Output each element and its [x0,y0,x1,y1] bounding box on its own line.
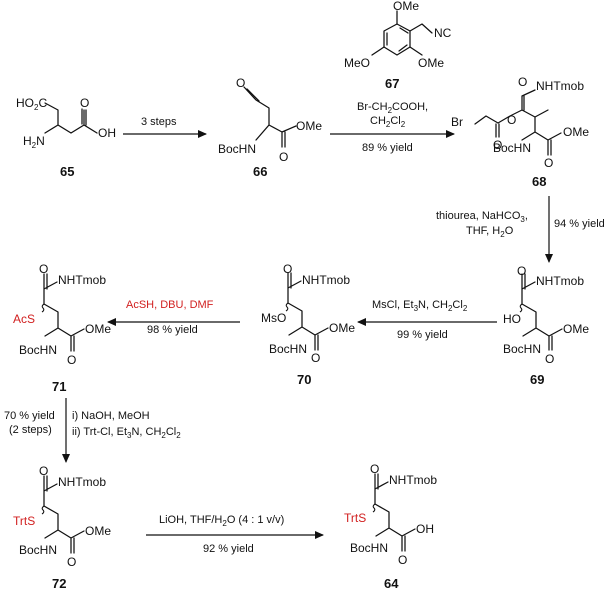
step-6-reagent-1: i) NaOH, MeOH [72,410,150,422]
compound-67: OMe NC MeO OMe 67 [344,0,452,91]
step-arrow-5: AcSH, DBU, DMF 98 % yield [107,299,240,336]
step-4-yield: 99 % yield [397,329,448,341]
svg-text:ii) Trt-Cl, Et3N, CH2Cl2: ii) Trt-Cl, Et3N, CH2Cl2 [72,426,181,440]
atom-o-amide: O [39,464,48,478]
isocyanide: NC [434,26,452,40]
step-3-yield: 94 % yield [554,218,605,230]
ome: OMe [563,125,589,139]
atom-o-amide: O [517,264,526,278]
compound-number-65: 65 [60,164,74,179]
ome: OMe [296,119,322,133]
bochn: BocHN [269,342,307,356]
atom-o: O [311,351,320,365]
step-arrow-2: Br-CH2COOH, CH2Cl2 89 % yield [330,101,455,154]
compound-number-64: 64 [384,576,399,591]
ho: HO [503,312,521,326]
bochn: BocHN [493,141,531,155]
compound-64: O NHTmob TrtS BocHN OH O 64 [344,462,437,591]
svg-text:CH2Cl2: CH2Cl2 [370,115,406,129]
ome: OMe [329,321,355,335]
atom-o-amide: O [39,262,48,276]
compound-number-67: 67 [385,76,399,91]
bochn: BocHN [350,541,388,555]
ome: OMe [85,322,111,336]
compound-71: O NHTmob AcS BocHN OMe O 71 [13,262,111,394]
step-arrow-7: LiOH, THF/H2O (4 : 1 v/v) 92 % yield [146,514,324,555]
svg-text:thiourea, NaHCO3,: thiourea, NaHCO3, [436,210,528,224]
atom-o: O [545,352,554,366]
step-arrow-1: 3 steps [123,116,207,138]
compound-66: O BocHN OMe O 66 [218,76,322,179]
atom-o: O [80,96,89,110]
atom-o: O [279,150,288,164]
meo: MeO [344,56,370,70]
atom-o-amide: O [283,262,292,276]
compound-number-71: 71 [52,379,66,394]
nhtmob: NHTmob [389,473,437,487]
trts: TrtS [344,511,366,525]
svg-text:LiOH, THF/H2O (4 : 1 v/v): LiOH, THF/H2O (4 : 1 v/v) [159,514,284,528]
acs: AcS [13,312,35,326]
svg-text:HO2C: HO2C [16,96,47,112]
step-5-reagents: AcSH, DBU, DMF [126,299,214,311]
ome-bottom: OMe [418,56,444,70]
atom-o: O [67,555,76,569]
compound-number-66: 66 [253,164,267,179]
nhtmob: NHTmob [302,273,350,287]
bochn: BocHN [218,142,256,156]
step-arrow-3: thiourea, NaHCO3, THF, H2O 94 % yield [436,196,605,263]
svg-text:THF, H2O: THF, H2O [466,225,514,239]
atom-o-amide: O [370,462,379,476]
svg-text:Br-CH2COOH,: Br-CH2COOH, [357,101,428,115]
compound-70: O NHTmob MsO BocHN OMe O 70 [261,262,355,387]
nhtmob: NHTmob [536,274,584,288]
atom-o-carbonyl: O [493,138,502,152]
compound-72: O NHTmob TrtS BocHN OMe O 72 [13,464,111,591]
atom-o-ester: O [507,113,516,127]
ome: OMe [85,524,111,538]
nhtmob: NHTmob [58,273,106,287]
ome-top: OMe [393,0,419,13]
svg-text:H2N: H2N [23,134,45,150]
step-2-yield: 89 % yield [362,142,413,154]
mso: MsO [261,311,286,325]
atom-br: Br [451,115,463,129]
atom-o-amide: O [518,75,527,89]
compound-number-68: 68 [532,174,546,189]
bochn: BocHN [503,342,541,356]
atom-oh: OH [98,126,116,140]
nhtmob: NHTmob [536,79,584,93]
step-7-yield: 92 % yield [203,543,254,555]
ome: OMe [563,322,589,336]
step-6-yield-note: (2 steps) [9,424,52,436]
compound-69: O NHTmob HO BocHN OMe O 69 [503,264,589,387]
trts: TrtS [13,514,35,528]
oh: OH [416,522,434,536]
compound-number-69: 69 [530,372,544,387]
atom-aldehyde-o: O [236,76,245,90]
compound-number-72: 72 [52,576,66,591]
atom-o: O [544,156,553,170]
bochn: BocHN [19,343,57,357]
nhtmob: NHTmob [58,475,106,489]
atom-o: O [67,353,76,367]
atom-o: O [398,553,407,567]
svg-text:MsCl, Et3N, CH2Cl2: MsCl, Et3N, CH2Cl2 [372,299,468,313]
step-arrow-6: 70 % yield (2 steps) i) NaOH, MeOH ii) T… [4,398,181,463]
compound-number-70: 70 [297,372,311,387]
step-5-yield: 98 % yield [147,324,198,336]
step-6-yield: 70 % yield [4,410,55,422]
compound-68: Br O NHTmob O O BocHN OMe O 68 [451,75,589,189]
bochn: BocHN [19,543,57,557]
compound-65: HO2C H2N O OH 65 [16,96,116,179]
step-arrow-4: MsCl, Et3N, CH2Cl2 99 % yield [357,299,497,341]
step-1-conditions: 3 steps [141,116,177,128]
